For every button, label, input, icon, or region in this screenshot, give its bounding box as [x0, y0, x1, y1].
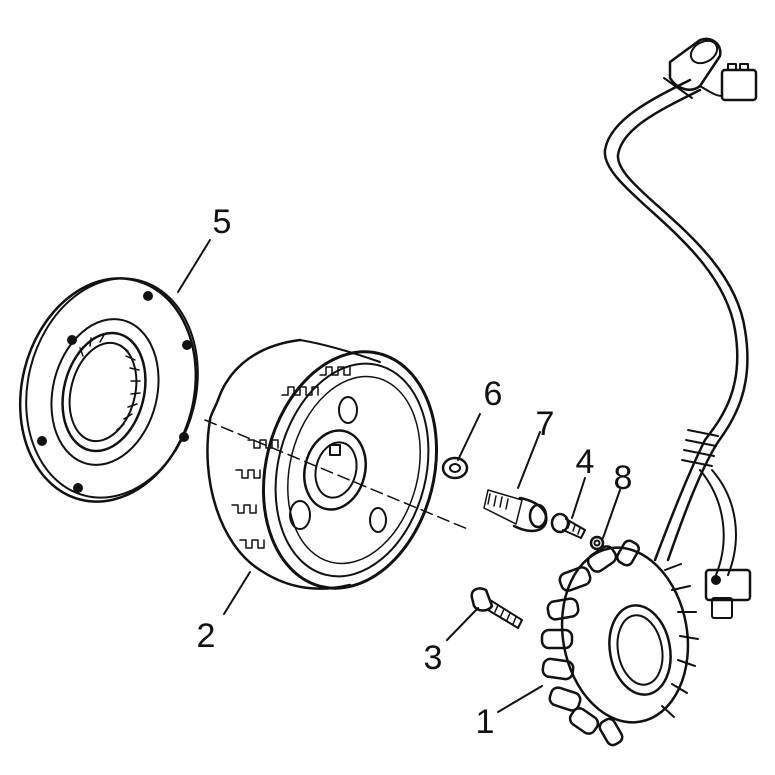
- callout-7: 7: [535, 405, 555, 443]
- pickup-bolt-part: [550, 512, 586, 539]
- stator-part: [540, 539, 699, 747]
- callout-8: 8: [613, 459, 633, 497]
- callout-6: 6: [483, 375, 503, 413]
- wiring-harness: [603, 37, 758, 619]
- callout-2: 2: [196, 617, 216, 655]
- washer-part: [441, 456, 469, 480]
- callout-4: 4: [575, 443, 595, 481]
- small-washer-part: [589, 535, 605, 551]
- starter-clutch-part: [18, 277, 199, 503]
- callout-3: 3: [423, 639, 443, 677]
- clutch-bolt-part: [483, 489, 548, 533]
- flywheel-rotor-part: [204, 338, 471, 590]
- callout-1: 1: [475, 703, 495, 741]
- callout-5: 5: [212, 203, 232, 241]
- leader-lines: [177, 239, 621, 713]
- stator-bolt-part: [470, 587, 523, 629]
